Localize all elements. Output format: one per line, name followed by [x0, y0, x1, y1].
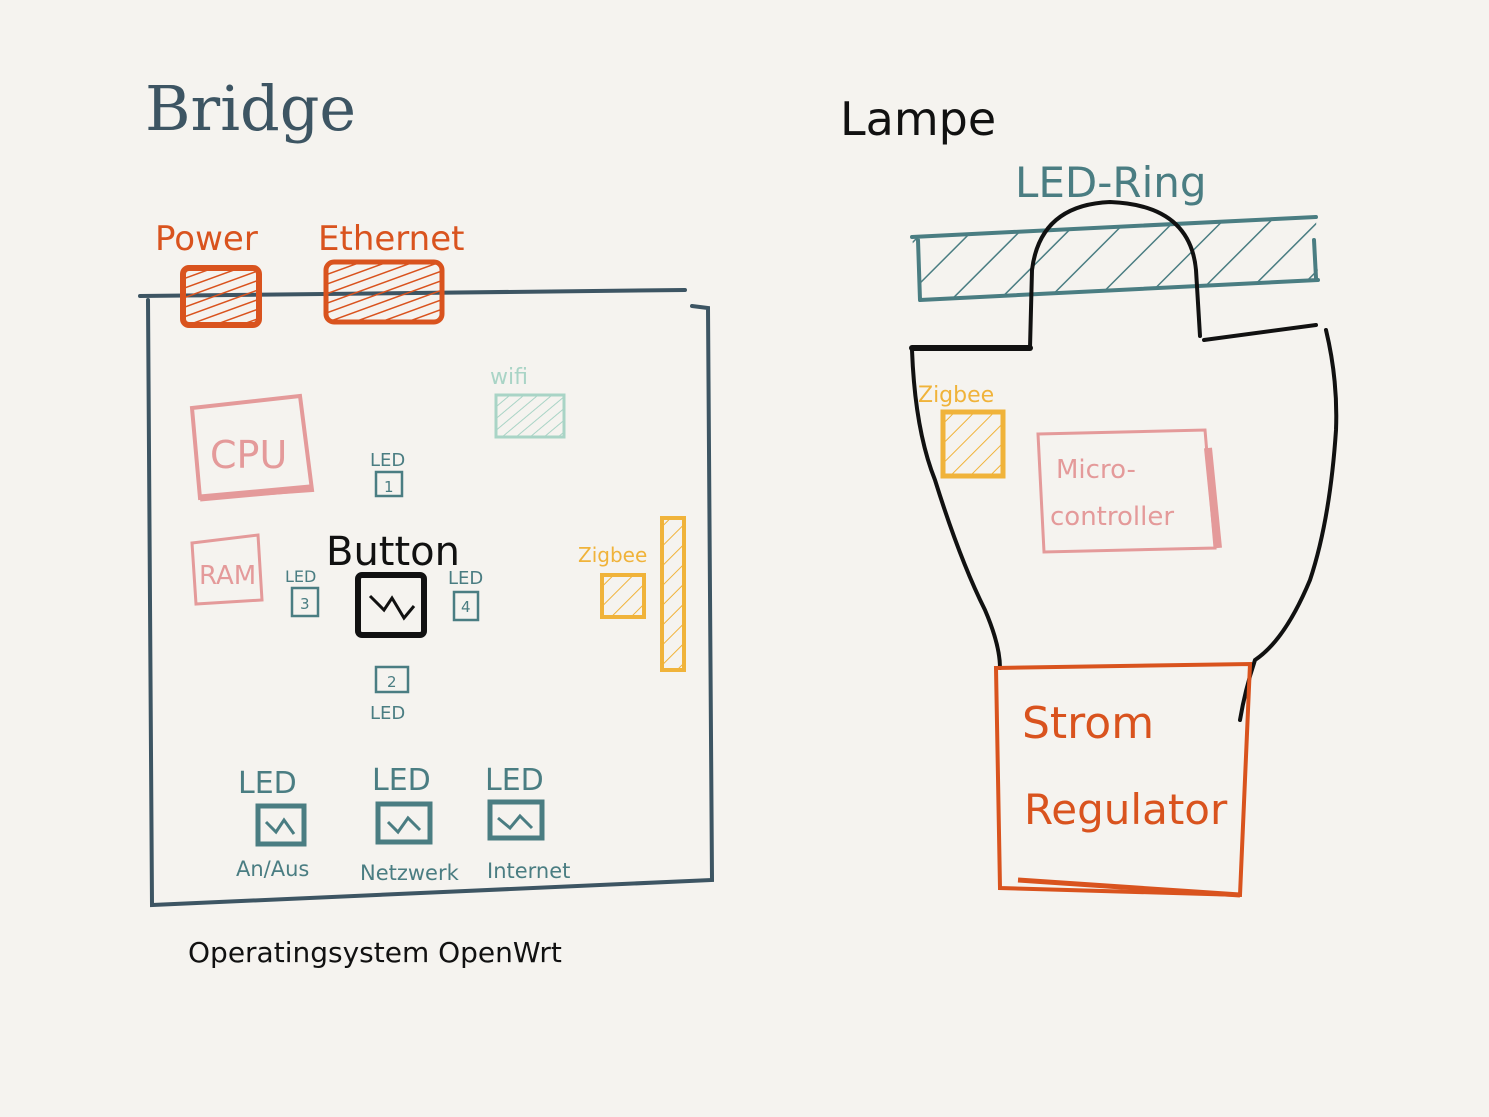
cpu-chip: CPU	[189, 393, 315, 502]
led-4: LED 4	[448, 568, 483, 622]
regulator-label: Regulator	[1024, 785, 1228, 834]
ethernet-label: Ethernet	[318, 219, 464, 259]
bridge-zigbee-antenna	[660, 516, 686, 672]
led-2-label: LED	[370, 703, 405, 724]
led-2: 2 LED	[370, 665, 410, 724]
power-port	[180, 265, 262, 328]
lamp-title: Lampe	[840, 92, 996, 146]
ram-chip: RAM	[190, 533, 264, 606]
reset-button	[355, 572, 427, 638]
led-1-number: 1	[384, 478, 394, 496]
led-4-label: LED	[448, 568, 483, 589]
ram-label: RAM	[199, 561, 256, 591]
power-regulator: Strom Regulator	[993, 661, 1253, 898]
os-label: Operatingsystem OpenWrt	[188, 936, 562, 969]
lamp-zigbee-label: Zigbee	[918, 383, 994, 408]
wifi-module	[494, 393, 566, 439]
led-3-label: LED	[285, 567, 316, 586]
lamp-section: Lampe LED-Ring Zigbee Micro- controller …	[840, 92, 1339, 898]
led-ring	[910, 215, 1320, 302]
led-3: LED 3	[285, 567, 320, 618]
status-led-internet-label: LED	[485, 763, 544, 798]
led-4-number: 4	[461, 598, 471, 616]
cpu-label: CPU	[210, 433, 287, 477]
led-1-label: LED	[370, 450, 405, 471]
strom-label: Strom	[1022, 698, 1154, 749]
lamp-body	[910, 199, 1339, 722]
status-led-power-label: LED	[238, 766, 297, 801]
bridge-zigbee-module	[600, 573, 646, 619]
status-led-network: LED Netzwerk	[360, 763, 460, 885]
status-led-network-caption: Netzwerk	[360, 861, 460, 885]
micro-label-line2: controller	[1050, 502, 1174, 532]
button-label: Button	[326, 529, 460, 575]
lamp-zigbee-module	[940, 409, 1006, 479]
ethernet-port	[323, 259, 445, 325]
status-led-power-caption: An/Aus	[236, 857, 309, 881]
led-3-number: 3	[300, 595, 310, 613]
microcontroller: Micro- controller	[1036, 428, 1222, 554]
power-label: Power	[155, 219, 258, 259]
status-led-power: LED An/Aus	[236, 766, 309, 881]
led-1: LED 1	[370, 450, 405, 498]
status-led-internet-caption: Internet	[487, 859, 570, 883]
bridge-title: Bridge	[145, 72, 356, 145]
led-ring-label: LED-Ring	[1015, 158, 1207, 207]
status-led-network-label: LED	[372, 763, 431, 798]
status-led-internet: LED Internet	[485, 763, 570, 883]
bridge-section: Bridge Power Ethernet wifi CPU RAM Butto…	[138, 72, 715, 969]
micro-label-line1: Micro-	[1056, 455, 1136, 485]
led-2-number: 2	[387, 673, 397, 691]
bridge-zigbee-label: Zigbee	[578, 543, 647, 567]
wifi-label: wifi	[490, 365, 528, 390]
